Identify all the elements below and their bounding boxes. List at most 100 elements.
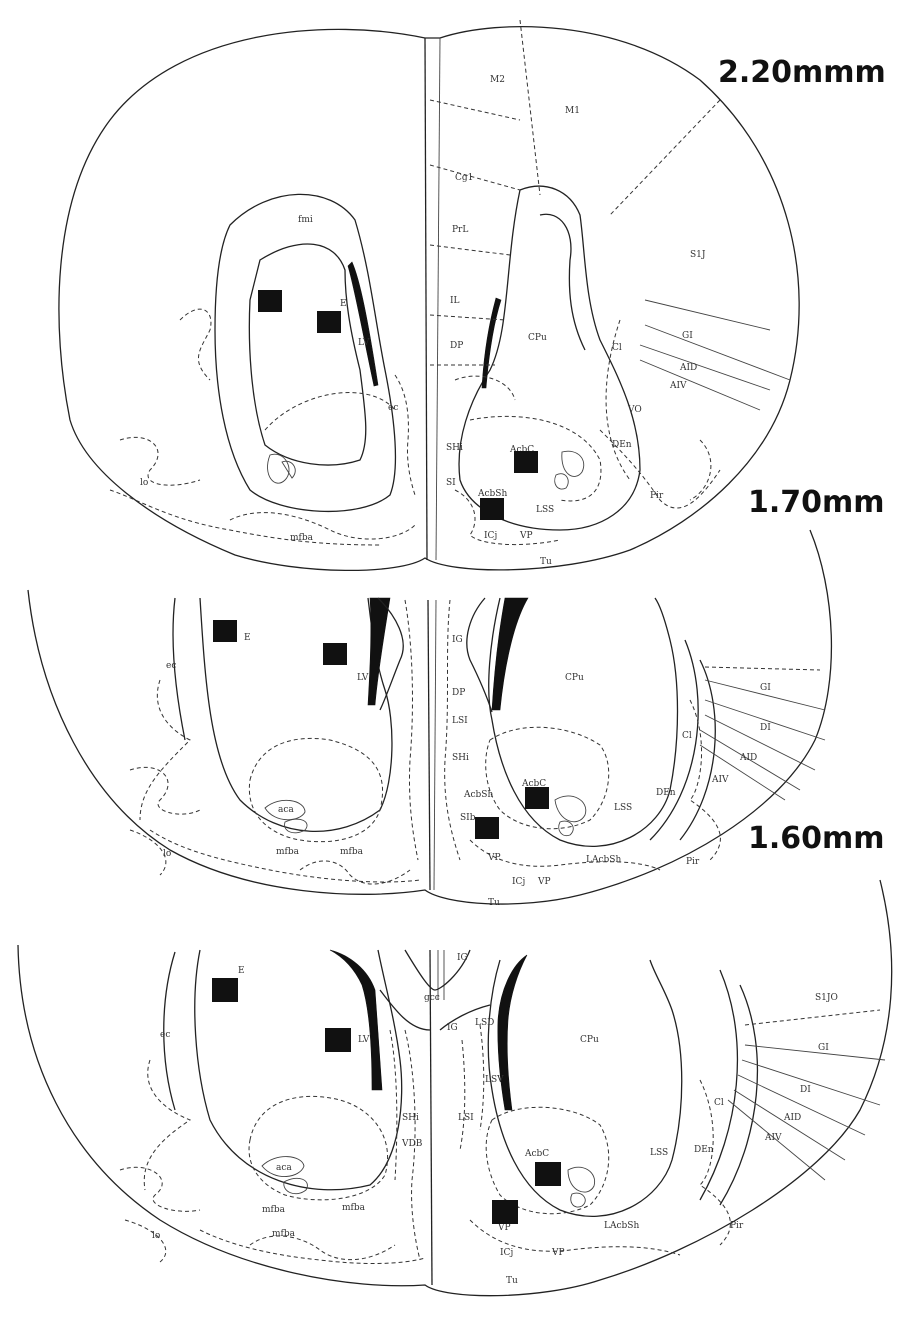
label-aid: AID <box>783 1113 801 1123</box>
label-tu: Tu <box>488 898 500 908</box>
label-lsd: LSD <box>475 1018 494 1028</box>
label-lss: LSS <box>650 1148 668 1158</box>
label-pir: Pir <box>730 1221 744 1231</box>
label-dp: DP <box>452 688 465 698</box>
label-prl: PrL <box>452 225 468 235</box>
section-level-label: 1.60mm <box>748 821 885 856</box>
label-lv: LV <box>358 1035 370 1045</box>
label-di: DI <box>800 1085 811 1095</box>
label-pir: Pir <box>686 857 700 867</box>
label-m1: M1 <box>565 106 580 116</box>
label-cl: Cl <box>682 731 692 741</box>
right-lateral-ventricle <box>492 598 528 710</box>
section-level-label: 1.70mm <box>748 485 885 520</box>
left-lateral-ventricle <box>368 598 390 705</box>
label-vdb: VDB <box>401 1139 423 1149</box>
label-shi: SHi <box>402 1113 419 1123</box>
injection-site-marker <box>480 498 504 520</box>
label-den: DEn <box>656 788 676 798</box>
label-ec: ec <box>388 403 398 413</box>
label-cl: Cl <box>714 1098 724 1108</box>
label-ec: ec <box>160 1030 170 1040</box>
label-vp: VP <box>487 853 501 863</box>
label-lss: LSS <box>614 803 632 813</box>
label-cg1: Cg1 <box>455 173 473 183</box>
label-shi: SHi <box>452 753 469 763</box>
left-lateral-ventricle <box>330 950 382 1090</box>
label-s1j: S1J <box>690 250 706 260</box>
label-gi: GI <box>682 331 693 341</box>
label-lss: LSS <box>536 505 554 515</box>
label-m2: M2 <box>490 75 505 85</box>
label-sib: SIb <box>460 813 476 823</box>
label-mfba: mfba <box>272 1229 296 1239</box>
label-s1jo: S1JO <box>815 993 838 1003</box>
label-e: E <box>340 299 347 309</box>
injection-site-marker <box>317 311 341 333</box>
label-lacbsh: LAcbSh <box>586 855 621 865</box>
label-lv: LV <box>358 338 370 348</box>
label-ig: IG <box>457 953 468 963</box>
label-aiv: AIV <box>711 775 729 785</box>
label-icj: ICj <box>484 531 497 541</box>
label-lo: lo <box>152 1231 160 1241</box>
label-tu: Tu <box>540 557 552 567</box>
right-lateral-ventricle <box>498 955 527 1110</box>
label-lv: LV <box>357 673 369 683</box>
injection-site-marker <box>323 643 347 665</box>
label-mfba: mfba <box>290 533 314 543</box>
label-vo: VO <box>627 405 642 415</box>
label-mfba: mfba <box>276 847 300 857</box>
label-ig: IG <box>452 635 463 645</box>
label-tu: Tu <box>506 1276 518 1286</box>
label-icj: ICj <box>512 877 525 887</box>
label-lsi: LSI <box>458 1113 474 1123</box>
label-aiv: AIV <box>669 381 687 391</box>
label-shi: SHi <box>446 443 463 453</box>
midline-right <box>436 38 440 560</box>
label-vp: VP <box>497 1223 511 1233</box>
injection-site-marker <box>258 290 282 312</box>
injection-site-marker <box>535 1162 561 1186</box>
label-vp: VP <box>551 1248 565 1258</box>
label-fmi: fmi <box>298 215 313 225</box>
label-acbsh: AcbSh <box>463 790 493 800</box>
label-gi: GI <box>818 1043 829 1053</box>
label-lacbsh: LAcbSh <box>604 1221 639 1231</box>
label-acbc: AcbC <box>524 1149 549 1159</box>
injection-site-marker <box>212 978 238 1002</box>
label-gi: GI <box>760 683 771 693</box>
label-e: E <box>244 633 251 643</box>
label-aid: AID <box>679 363 697 373</box>
brain-outline <box>18 880 892 1296</box>
midline <box>425 38 427 560</box>
label-dp: DP <box>450 341 463 351</box>
right-lateral-ventricle <box>482 298 501 388</box>
label-mfba: mfba <box>262 1205 286 1215</box>
label-lsi: LSI <box>452 716 468 726</box>
label-mfba: mfba <box>342 1203 366 1213</box>
label-il: IL <box>450 296 460 306</box>
injection-site-marker <box>514 451 538 473</box>
label-aca: aca <box>278 805 294 815</box>
label-vp: VP <box>519 531 533 541</box>
label-acbsh: AcbSh <box>477 489 507 499</box>
label-cl: Cl <box>612 343 622 353</box>
label-aid: AID <box>739 753 757 763</box>
injection-site-marker <box>475 817 499 839</box>
label-den: DEn <box>694 1145 714 1155</box>
injection-site-marker <box>525 787 549 809</box>
label-e: E <box>238 966 245 976</box>
injection-site-marker <box>325 1028 351 1052</box>
label-lo: lo <box>140 478 148 488</box>
label-lo: lo <box>163 849 171 859</box>
label-aiv: AIV <box>764 1133 782 1143</box>
left-striatum-inner <box>249 244 365 465</box>
label-ig: IG <box>447 1023 458 1033</box>
label-mfba: mfba <box>340 847 364 857</box>
label-gcc: gcc <box>424 993 440 1003</box>
brain-outline <box>59 27 799 571</box>
section-level-label: 2.20mmm <box>718 55 886 90</box>
injection-site-marker <box>213 620 237 642</box>
